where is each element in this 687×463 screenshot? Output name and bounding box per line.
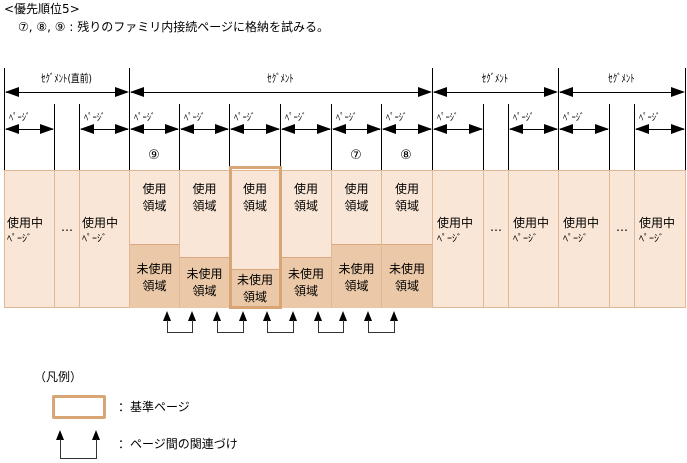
legend-page-link-label: ：ページ間の関連づけ bbox=[118, 437, 238, 451]
in-use-page: 使用中 ﾍﾟｰｼﾞ bbox=[634, 170, 686, 308]
page-divider bbox=[179, 104, 180, 170]
page-divider bbox=[634, 104, 635, 170]
in-use-page: 使用中 ﾍﾟｰｼﾞ bbox=[508, 170, 559, 308]
priority-mark-7: ⑦ bbox=[350, 148, 362, 163]
page-divider bbox=[483, 104, 484, 170]
ellipsis-cell: … bbox=[54, 170, 80, 308]
segment-divider bbox=[4, 68, 5, 170]
segment-label-previous: ｾｸﾞﾒﾝﾄ(直前) bbox=[41, 72, 92, 85]
priority-mark-9: ⑨ bbox=[148, 148, 160, 163]
page-divider bbox=[331, 104, 332, 170]
unused-area: 未使用 領域 bbox=[230, 269, 280, 308]
in-use-page: 使用中 ﾍﾟｰｼﾞ bbox=[432, 170, 484, 308]
segment-divider bbox=[685, 68, 686, 170]
page-divider bbox=[79, 104, 80, 170]
page-divider bbox=[609, 104, 610, 170]
page-divider bbox=[508, 104, 509, 170]
page-divider bbox=[280, 104, 281, 170]
priority-title: <優先順位5> bbox=[4, 2, 80, 16]
in-use-page: 使用中 ﾍﾟｰｼﾞ bbox=[558, 170, 610, 308]
in-use-page: 使用中 ﾍﾟｰｼﾞ bbox=[79, 170, 130, 308]
segment-label: ｾｸﾞﾒﾝﾄ bbox=[481, 72, 509, 85]
legend-base-page-label: ：基準ページ bbox=[118, 400, 190, 414]
unused-area: 未使用 領域 bbox=[130, 244, 179, 308]
unused-area: 未使用 領域 bbox=[281, 257, 331, 308]
ellipsis-cell: … bbox=[483, 170, 509, 308]
page-divider bbox=[54, 104, 55, 170]
page-divider bbox=[229, 104, 230, 170]
base-page-highlight bbox=[229, 166, 282, 309]
priority-mark-8: ⑧ bbox=[400, 148, 412, 163]
legend-base-page-swatch bbox=[52, 395, 106, 419]
family-page: 使用 領域 未使用 領域 bbox=[179, 170, 230, 308]
priority-description: ⑦, ⑧, ⑨ : 残りのファミリ内接続ページに格納を試みる。 bbox=[18, 20, 329, 34]
in-use-page: 使用中 ﾍﾟｰｼﾞ bbox=[4, 170, 55, 308]
legend-title: （凡例） bbox=[34, 370, 83, 384]
segment-divider bbox=[129, 68, 130, 170]
segment-divider bbox=[558, 68, 559, 170]
segment-divider bbox=[432, 68, 433, 170]
unused-area: 未使用 領域 bbox=[180, 257, 229, 308]
family-page-8: 使用 領域 未使用 領域 bbox=[381, 170, 433, 308]
unused-area: 未使用 領域 bbox=[332, 244, 381, 308]
segment-label: ｾｸﾞﾒﾝﾄ bbox=[608, 72, 635, 85]
segment-label: ｾｸﾞﾒﾝﾄ bbox=[267, 72, 294, 85]
family-page-7: 使用 領域 未使用 領域 bbox=[331, 170, 382, 308]
unused-area: 未使用 領域 bbox=[382, 244, 432, 308]
ellipsis-cell: … bbox=[609, 170, 635, 308]
family-page-9: 使用 領域 未使用 領域 bbox=[129, 170, 180, 308]
page-divider bbox=[381, 104, 382, 170]
family-page: 使用 領域 未使用 領域 bbox=[280, 170, 332, 308]
